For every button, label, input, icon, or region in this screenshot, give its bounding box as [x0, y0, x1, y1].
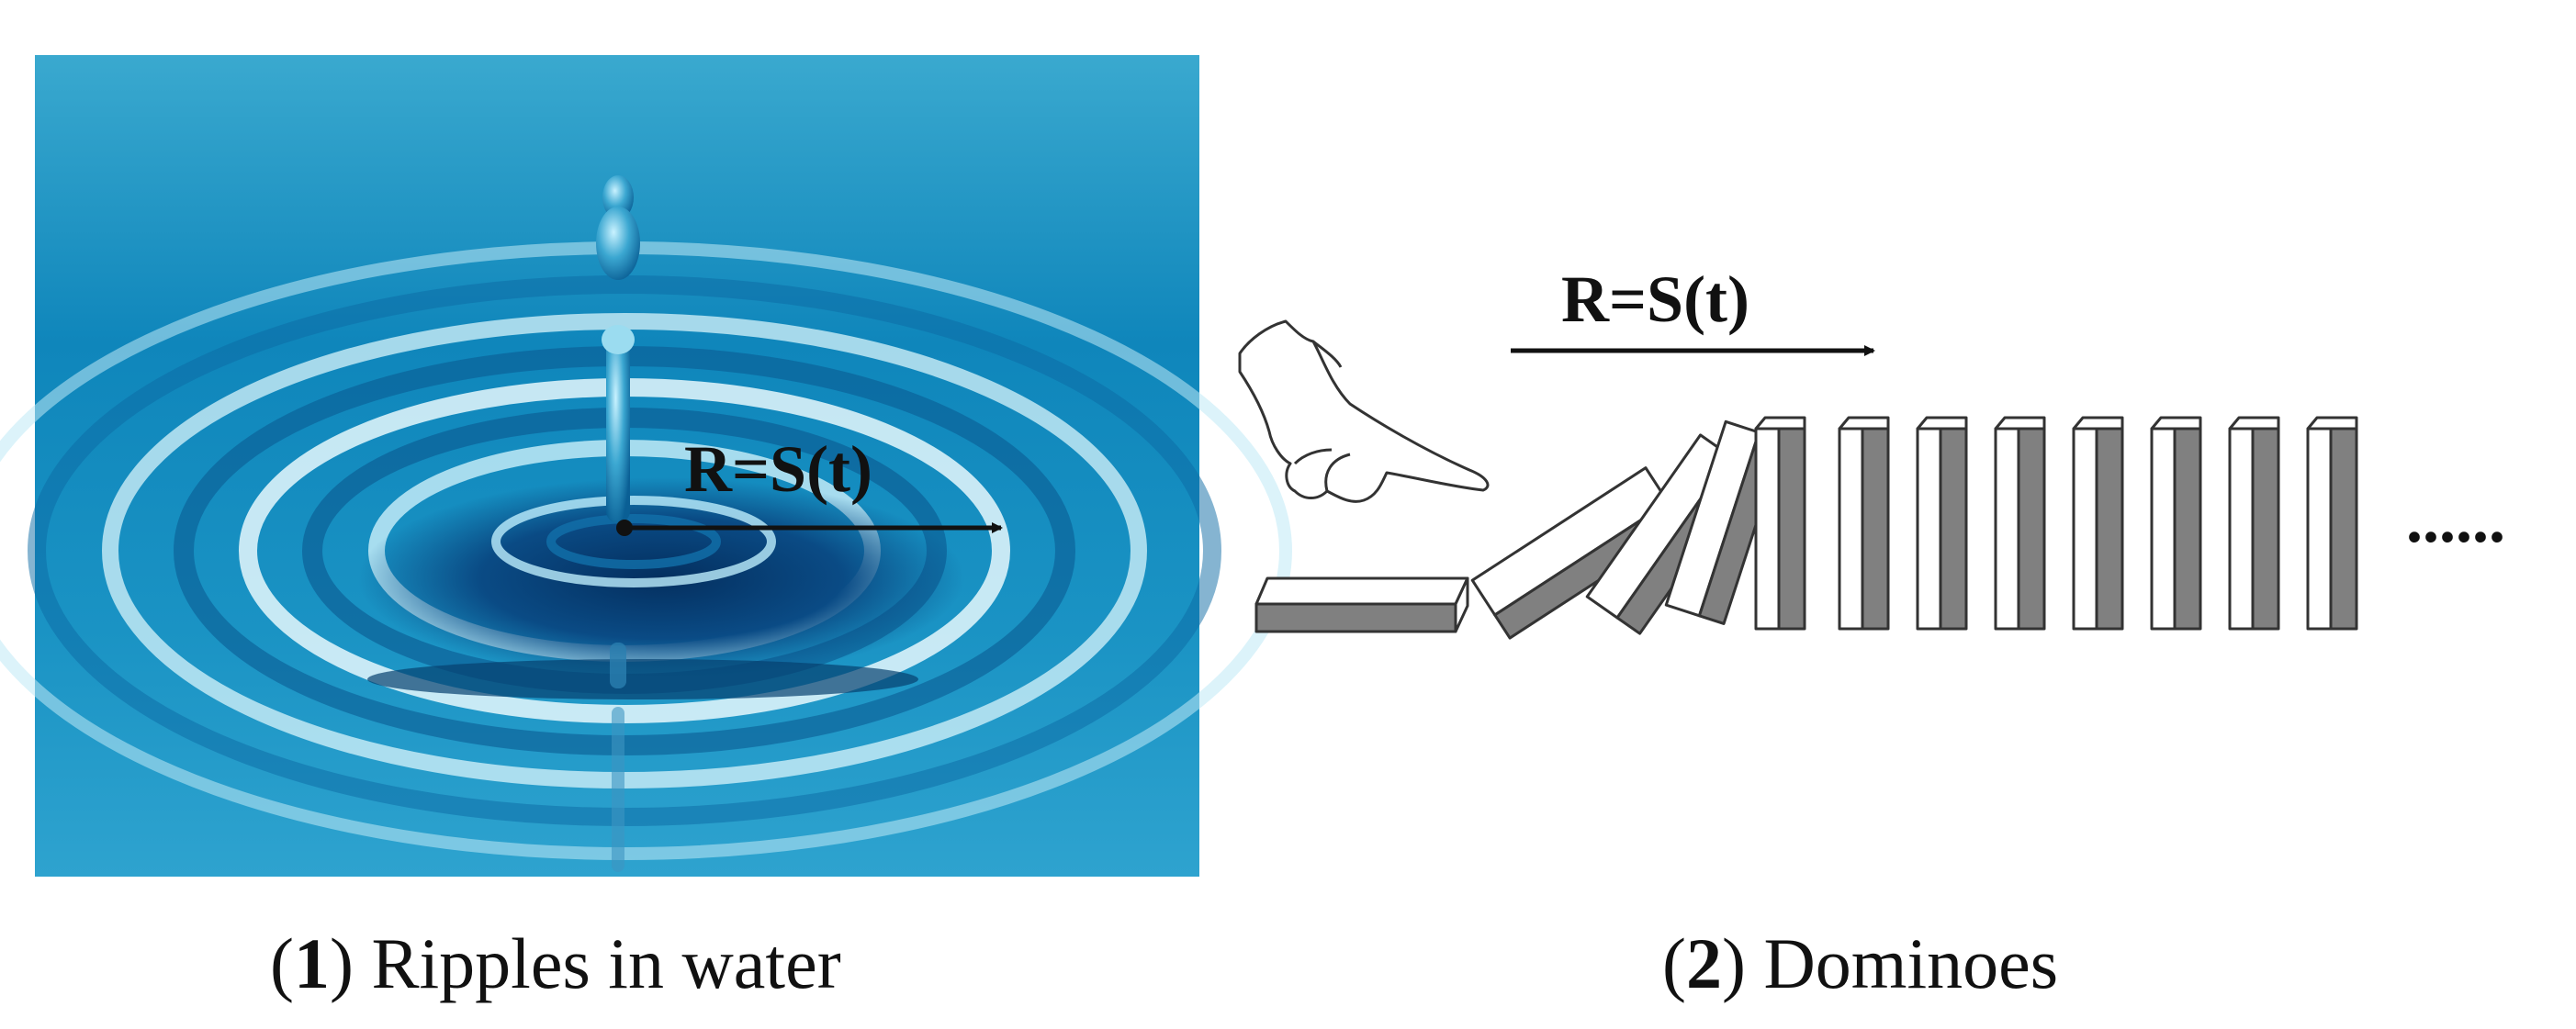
- standing-dominoes: [1754, 416, 2358, 631]
- ripples-formula: R=S(t): [684, 432, 872, 506]
- caption-number: 1: [293, 923, 330, 1003]
- pointing-hand-icon: [1238, 319, 1490, 503]
- caption-number: 2: [1685, 923, 1722, 1003]
- domino-icon: [1754, 416, 1806, 631]
- water-drop-icon: [596, 175, 640, 872]
- domino-icon: [1838, 416, 1890, 631]
- domino-icon: [1994, 416, 2046, 631]
- caption-dominoes: (2) Dominoes: [1662, 923, 2059, 1003]
- caption-text: Ripples in water: [371, 923, 841, 1003]
- dominoes-diagram: R=S(t) ......: [1238, 263, 2505, 640]
- caption-text: Dominoes: [1763, 923, 2059, 1003]
- domino-icon: [1254, 576, 1469, 633]
- dominoes-formula: R=S(t): [1561, 263, 1749, 336]
- domino-icon: [2228, 416, 2280, 631]
- domino-icon: [2072, 416, 2124, 631]
- ripples-photo: R=S(t): [0, 55, 1292, 877]
- ellipsis: ......: [2406, 483, 2505, 556]
- domino-icon: [2306, 416, 2358, 631]
- domino-icon: [1916, 416, 1968, 631]
- domino-icon: [2150, 416, 2202, 631]
- caption-ripples: (1) Ripples in water: [270, 923, 841, 1003]
